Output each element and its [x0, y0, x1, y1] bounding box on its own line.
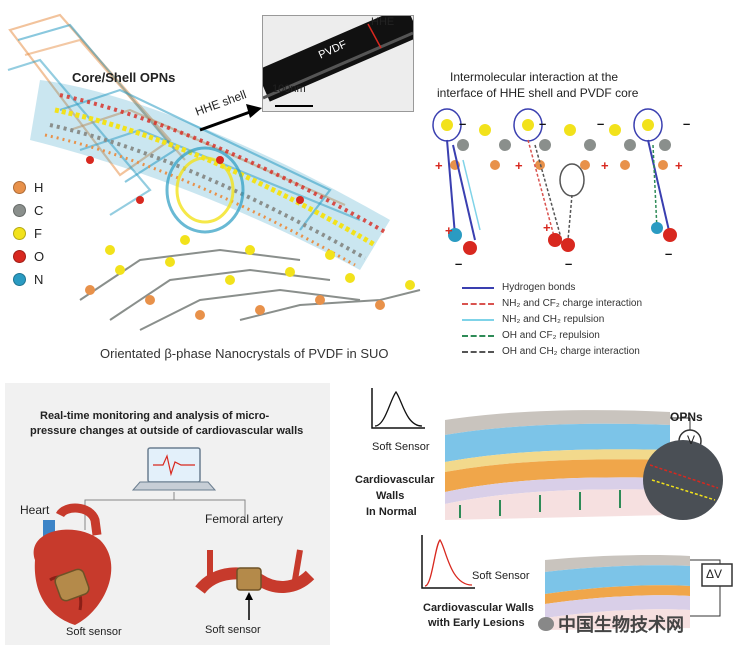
- shell-lattice: [7, 13, 361, 231]
- carbon-dot: [13, 204, 26, 217]
- legend-oh-cf2: OH and CF₂ repulsion: [462, 330, 600, 341]
- lesion-meter: [690, 559, 733, 617]
- atom-key-n: N: [13, 272, 43, 287]
- legend-line: [462, 286, 494, 289]
- laptop-icon: [131, 447, 217, 491]
- svg-text:+: +: [543, 220, 551, 235]
- svg-text:+: +: [601, 158, 609, 173]
- svg-text:–: –: [683, 116, 690, 131]
- lesion-wall-layers: [545, 555, 690, 630]
- atom-symbol: H: [34, 180, 44, 195]
- atom-symbol: O: [34, 249, 45, 264]
- opns-label: OPNs: [670, 410, 703, 424]
- interaction-diagram: – – – – + + + + + + – – –: [432, 108, 690, 271]
- svg-text:–: –: [597, 116, 604, 131]
- legend-line: [462, 334, 494, 337]
- normal-sensor-label: Soft Sensor: [372, 441, 430, 453]
- heart-label: Heart: [20, 503, 50, 517]
- atom-key-f: F: [13, 226, 42, 241]
- legend-line: [462, 350, 494, 353]
- svg-text:+: +: [675, 158, 683, 173]
- atom-key-h: H: [13, 180, 43, 195]
- hydrogen-dot: [13, 181, 26, 194]
- svg-text:–: –: [565, 256, 572, 271]
- normal-caption-1: Cardiovascular: [355, 474, 435, 486]
- watermark-text: 中国生物技术网: [558, 615, 684, 635]
- artery-illustration: [195, 549, 315, 620]
- legend-label: OH and CH₂ charge interaction: [502, 346, 640, 357]
- svg-text:–: –: [665, 246, 672, 261]
- atom-key-o: O: [13, 249, 44, 264]
- pvdf-chains: [79, 248, 421, 331]
- normal-signal-plot: [371, 388, 425, 429]
- atom-symbol: N: [34, 272, 44, 287]
- charge-signs: – – – – + + + + + + – – –: [435, 116, 690, 271]
- legend-label: NH₂ and CF₂ charge interaction: [502, 298, 643, 309]
- atom-key-c: C: [13, 203, 43, 218]
- legend-oh-ch2: OH and CH₂ charge interaction: [462, 346, 640, 357]
- atom-symbol: F: [34, 226, 42, 241]
- watermark-logo-icon: [538, 617, 554, 631]
- svg-text:+: +: [515, 158, 523, 173]
- heart-illustration: [33, 503, 112, 625]
- svg-text:+: +: [435, 158, 443, 173]
- tem-fiber: [263, 16, 413, 107]
- monitor-illustration: [33, 447, 315, 625]
- lesion-sensor-label: Soft Sensor: [472, 570, 530, 582]
- legend-label: OH and CF₂ repulsion: [502, 330, 600, 341]
- fluorine-dot: [13, 227, 26, 240]
- svg-text:–: –: [455, 256, 462, 271]
- atom-dots: [85, 156, 415, 320]
- nitrogen-dot: [13, 273, 26, 286]
- interaction-atoms: [448, 222, 677, 255]
- walls-illustration: [371, 388, 733, 630]
- watermark: 中国生物技术网: [538, 611, 684, 637]
- legend-line: [462, 318, 494, 321]
- dipole-groups: [432, 108, 671, 197]
- artery-label: Femoral artery: [205, 512, 284, 526]
- tem-shell-label: HHE: [371, 16, 395, 28]
- oxygen-dot: [13, 250, 26, 263]
- interaction-title-1: Intermolecular interaction at the: [450, 70, 619, 84]
- tem-scale-bar: 100nm: [272, 83, 306, 95]
- artery-sensor-label: Soft sensor: [205, 624, 261, 636]
- opns-micrograph: [643, 440, 723, 520]
- legend-label: NH₂ and CH₂ repulsion: [502, 314, 605, 325]
- svg-text:–: –: [539, 116, 546, 131]
- panel-caption: Orientated β-phase Nanocrystals of PVDF …: [100, 346, 389, 361]
- legend-nh2-cf2: NH₂ and CF₂ charge interaction: [462, 298, 642, 309]
- core-shell-model: [7, 13, 421, 331]
- monitor-title-2: pressure changes at outside of cardiovas…: [30, 425, 304, 437]
- lesion-meter-label: ΔV: [706, 567, 723, 581]
- monitor-title-1: Real-time monitoring and analysis of mic…: [40, 410, 270, 422]
- svg-text:–: –: [459, 116, 466, 131]
- lesion-caption-1: Cardiovascular Walls: [423, 602, 534, 614]
- atom-symbol: C: [34, 203, 44, 218]
- legend-line: [462, 302, 494, 305]
- nanofiber-tube: [30, 80, 390, 270]
- normal-wall-layers: [445, 410, 670, 520]
- legend-label: Hydrogen bonds: [502, 282, 576, 293]
- legend-nh2-ch2: NH₂ and CH₂ repulsion: [462, 314, 604, 325]
- svg-text:+: +: [445, 223, 453, 238]
- interaction-title-2: interface of HHE shell and PVDF core: [437, 86, 639, 100]
- normal-caption-3: In Normal: [366, 506, 417, 518]
- normal-meter-label: V: [687, 433, 696, 447]
- tem-image: [262, 15, 414, 112]
- lesion-caption-2: with Early Lesions: [428, 617, 525, 629]
- panel-title: Core/Shell OPNs: [72, 70, 176, 85]
- shell-arrow: [199, 104, 262, 132]
- interaction-lines: [446, 139, 671, 246]
- normal-caption-2: Walls: [376, 490, 405, 502]
- heart-sensor-label: Soft sensor: [66, 626, 122, 638]
- legend-hydrogen-bonds: Hydrogen bonds: [462, 282, 575, 293]
- lesion-signal-plot: [421, 535, 475, 589]
